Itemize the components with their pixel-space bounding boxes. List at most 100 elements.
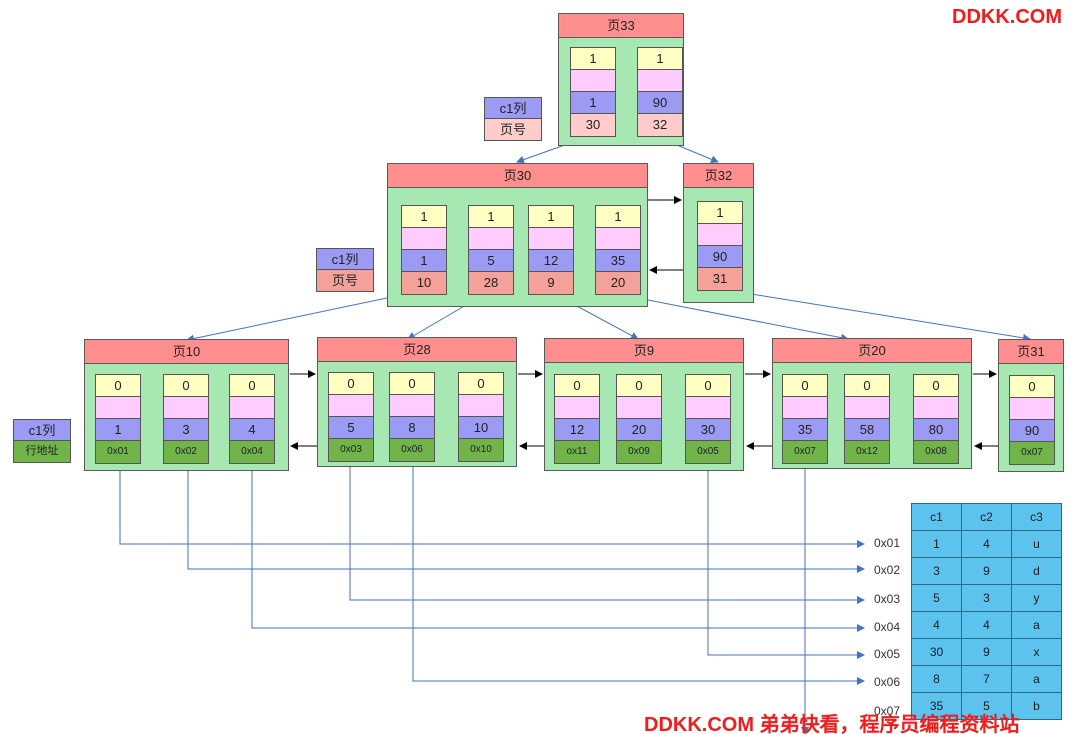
record-flag: 0 — [230, 375, 274, 397]
table-header-cell: c2 — [961, 503, 1012, 531]
record-info — [783, 397, 827, 419]
record-flag: 0 — [845, 375, 889, 397]
page-9: 页9 0 12 ox11 0 20 0x09 0 30 0x05 — [544, 338, 744, 471]
record-info — [469, 228, 513, 250]
row-address-label: 0x01 — [874, 536, 901, 550]
row-pointer-line — [349, 463, 865, 604]
page-28: 页28 0 5 0x03 0 8 0x06 0 10 0x10 — [317, 337, 517, 467]
record-info — [638, 70, 682, 92]
record: 0 35 0x07 — [782, 374, 828, 464]
record-info — [596, 228, 640, 250]
table-row: 1 4 u — [911, 530, 1062, 558]
record: 1 35 20 — [595, 205, 641, 295]
record-row-address: 0x07 — [783, 441, 827, 463]
table-cell: b — [1011, 692, 1062, 720]
record-info — [845, 397, 889, 419]
record-row-address: 0x02 — [164, 441, 208, 463]
table-cell: 3 — [961, 584, 1012, 612]
table-row: 5 3 y — [911, 584, 1062, 612]
record-info — [230, 397, 274, 419]
record: 0 58 0x12 — [844, 374, 890, 464]
record-key: 3 — [164, 419, 208, 441]
record-flag: 0 — [390, 373, 434, 395]
record-key: 90 — [638, 92, 682, 114]
page-title: 页32 — [684, 164, 753, 188]
record-flag: 0 — [555, 375, 599, 397]
record: 0 5 0x03 — [328, 372, 374, 462]
record-key: 35 — [783, 419, 827, 441]
table-row: 8 7 a — [911, 665, 1062, 693]
record-info — [529, 228, 573, 250]
page-title: 页9 — [545, 339, 743, 363]
record-info — [698, 224, 742, 246]
table-cell: 4 — [961, 611, 1012, 639]
record-row-address: 0x07 — [1010, 442, 1054, 464]
record-flag: 0 — [1010, 376, 1054, 398]
record-page-no: 20 — [596, 272, 640, 294]
row-address-label: 0x04 — [874, 620, 901, 634]
record-row-address: 0x10 — [459, 439, 503, 461]
record-flag: 1 — [469, 206, 513, 228]
table-cell: 4 — [961, 530, 1012, 558]
record: 0 8 0x06 — [389, 372, 435, 462]
record-info — [329, 395, 373, 417]
page-31: 页31 0 90 0x07 — [998, 339, 1064, 472]
page-10: 页10 0 1 0x01 0 3 0x02 0 4 0x04 — [84, 339, 289, 471]
record-flag: 1 — [596, 206, 640, 228]
record-key: 10 — [459, 417, 503, 439]
record-info — [914, 397, 958, 419]
record: 0 10 0x10 — [458, 372, 504, 462]
record-key: 20 — [617, 419, 661, 441]
record: 1 12 9 — [528, 205, 574, 295]
table-cell: 9 — [961, 638, 1012, 666]
record-flag: 1 — [698, 202, 742, 224]
legend-key-label: c1列 — [14, 420, 70, 441]
record: 1 5 28 — [468, 205, 514, 295]
page-20: 页20 0 35 0x07 0 58 0x12 0 80 0x08 — [772, 338, 972, 469]
record-key: 30 — [686, 419, 730, 441]
record-flag: 0 — [617, 375, 661, 397]
record-info — [1010, 398, 1054, 420]
table-cell: 35 — [911, 692, 962, 720]
record-key: 90 — [698, 246, 742, 268]
record-flag: 0 — [914, 375, 958, 397]
table-cell: a — [1011, 611, 1062, 639]
record: 0 80 0x08 — [913, 374, 959, 464]
table-cell: 7 — [961, 665, 1012, 693]
page-30: 页30 1 1 10 1 5 28 1 12 9 1 35 20 — [387, 163, 648, 307]
table-header-cell: c1 — [911, 503, 962, 531]
record-flag: 0 — [329, 373, 373, 395]
record: 1 1 10 — [401, 205, 447, 295]
table-cell: 5 — [961, 692, 1012, 720]
record-key: 8 — [390, 417, 434, 439]
row-address-label: 0x06 — [874, 675, 901, 689]
record: 0 90 0x07 — [1009, 375, 1055, 465]
record-row-address: 0x12 — [845, 441, 889, 463]
record-page-no: 31 — [698, 268, 742, 290]
record-page-no: 32 — [638, 114, 682, 136]
record-page-no: 28 — [469, 272, 513, 294]
record: 0 30 0x05 — [685, 374, 731, 464]
table-cell: d — [1011, 557, 1062, 585]
table-cell: y — [1011, 584, 1062, 612]
page-33: 页33 1 1 30 1 90 32 — [558, 13, 684, 146]
legend-internal: c1列 页号 — [316, 248, 374, 292]
child-pointer-line — [611, 292, 849, 342]
legend-key-label: c1列 — [317, 249, 373, 270]
record-flag: 0 — [164, 375, 208, 397]
record-info — [459, 395, 503, 417]
table-cell: 8 — [911, 665, 962, 693]
record-key: 1 — [96, 419, 140, 441]
record-flag: 0 — [459, 373, 503, 395]
record: 0 20 0x09 — [616, 374, 662, 464]
record-key: 4 — [230, 419, 274, 441]
record-info — [555, 397, 599, 419]
child-pointer-line — [186, 290, 421, 343]
legend-page-label: 页号 — [317, 270, 373, 291]
record-row-address: 0x06 — [390, 439, 434, 461]
record-key: 1 — [571, 92, 615, 114]
record-flag: 1 — [529, 206, 573, 228]
record-info — [617, 397, 661, 419]
